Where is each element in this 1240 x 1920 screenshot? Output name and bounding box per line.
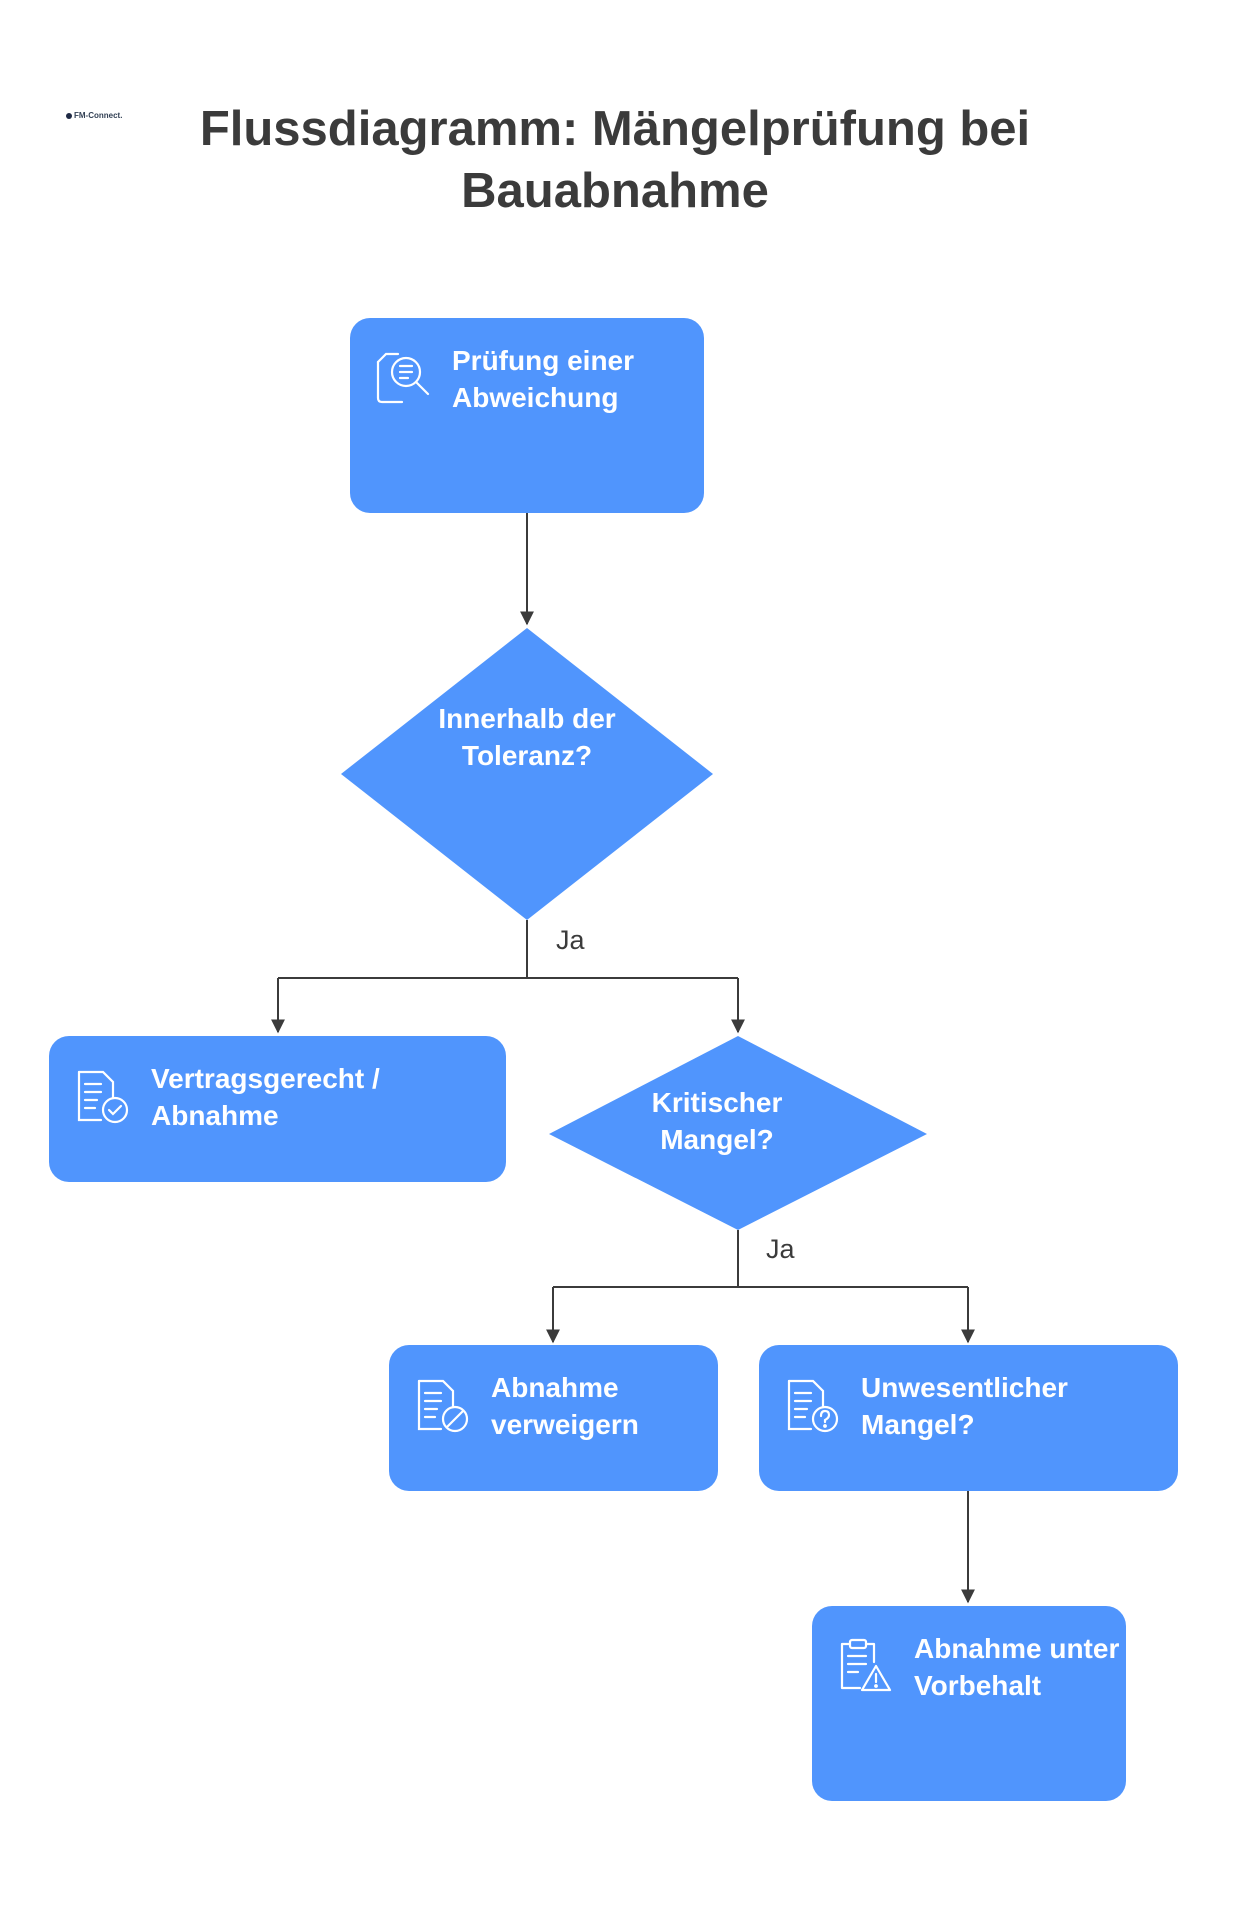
node-unwesentlicher-mangel: Unwesentlicher Mangel? [759, 1345, 1178, 1491]
decision-label-toleranz: Innerhalb der Toleranz? [438, 703, 616, 771]
node-abnahme-verweigern: Abnahme verweigern [389, 1345, 718, 1491]
logo-mark-icon [66, 112, 72, 119]
decision-diamond-toleranz [341, 628, 713, 920]
edge-label-ja: Ja [766, 1234, 795, 1264]
node-label: Prüfung einer Abweichung [452, 345, 635, 413]
node-pruefung-einer-abweichung: Prüfung einer Abweichung [350, 318, 704, 513]
decision-diamond-kritisch [549, 1036, 927, 1230]
node-vertragsgerecht-abnahme: Vertragsgerecht / Abnahme [49, 1036, 506, 1182]
logo: FM-Connect.com [66, 104, 122, 128]
document-block-icon [417, 1379, 469, 1433]
node-label: Abnahme verweigern [491, 1372, 639, 1440]
document-question-icon [787, 1379, 839, 1433]
page-title: Flussdiagramm: Mängelprüfung bei Bauabna… [199, 102, 1031, 218]
document-check-icon [77, 1070, 129, 1124]
decision-label-kritisch: Kritischer Mangel? [651, 1087, 783, 1155]
edge-label-ja: Ja [556, 925, 585, 955]
clipboard-warning-icon [840, 1638, 892, 1692]
node-label: Abnahme unter Vorbehalt [914, 1633, 1120, 1701]
node-label: Vertragsgerecht / Abnahme [151, 1063, 380, 1131]
node-label: Unwesentlicher Mangel? [861, 1372, 1068, 1440]
node-abnahme-unter-vorbehalt: Abnahme unter Vorbehalt [812, 1606, 1126, 1801]
logo-text: FM-Connect.com [74, 111, 122, 120]
search-document-icon [376, 352, 430, 404]
